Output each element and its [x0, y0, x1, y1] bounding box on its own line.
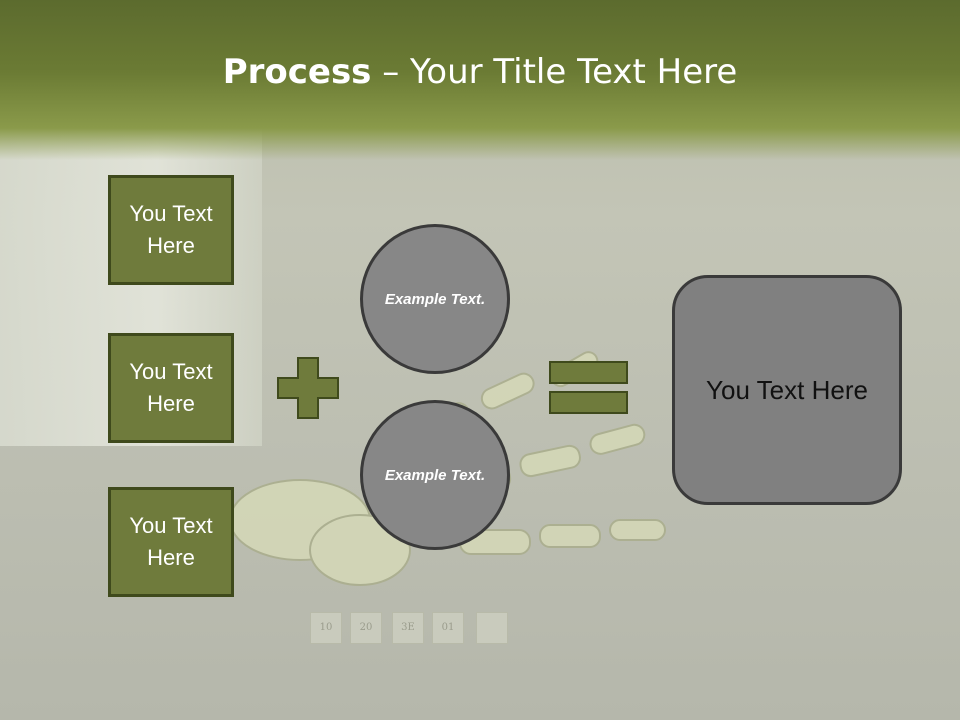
background-tile: 3E — [392, 612, 424, 644]
title-band — [0, 0, 960, 160]
title-rest: – Your Title Text Here — [371, 52, 738, 92]
equals-icon[interactable] — [548, 360, 630, 416]
text-box-3[interactable]: You Text Here — [108, 487, 234, 597]
background-tile: 10 — [310, 612, 342, 644]
result-box[interactable]: You Text Here — [672, 275, 902, 505]
background-tile: 01 — [432, 612, 464, 644]
title-bold: Process — [222, 52, 372, 92]
slide-title[interactable]: Process – Your Title Text Here — [0, 52, 960, 92]
background-tile: 20 — [350, 612, 382, 644]
example-circle-1[interactable]: Example Text. — [360, 224, 510, 374]
text-box-1[interactable]: You Text Here — [108, 175, 234, 285]
plus-icon[interactable] — [276, 356, 340, 420]
background-tile — [476, 612, 508, 644]
text-box-2[interactable]: You Text Here — [108, 333, 234, 443]
example-circle-2[interactable]: Example Text. — [360, 400, 510, 550]
